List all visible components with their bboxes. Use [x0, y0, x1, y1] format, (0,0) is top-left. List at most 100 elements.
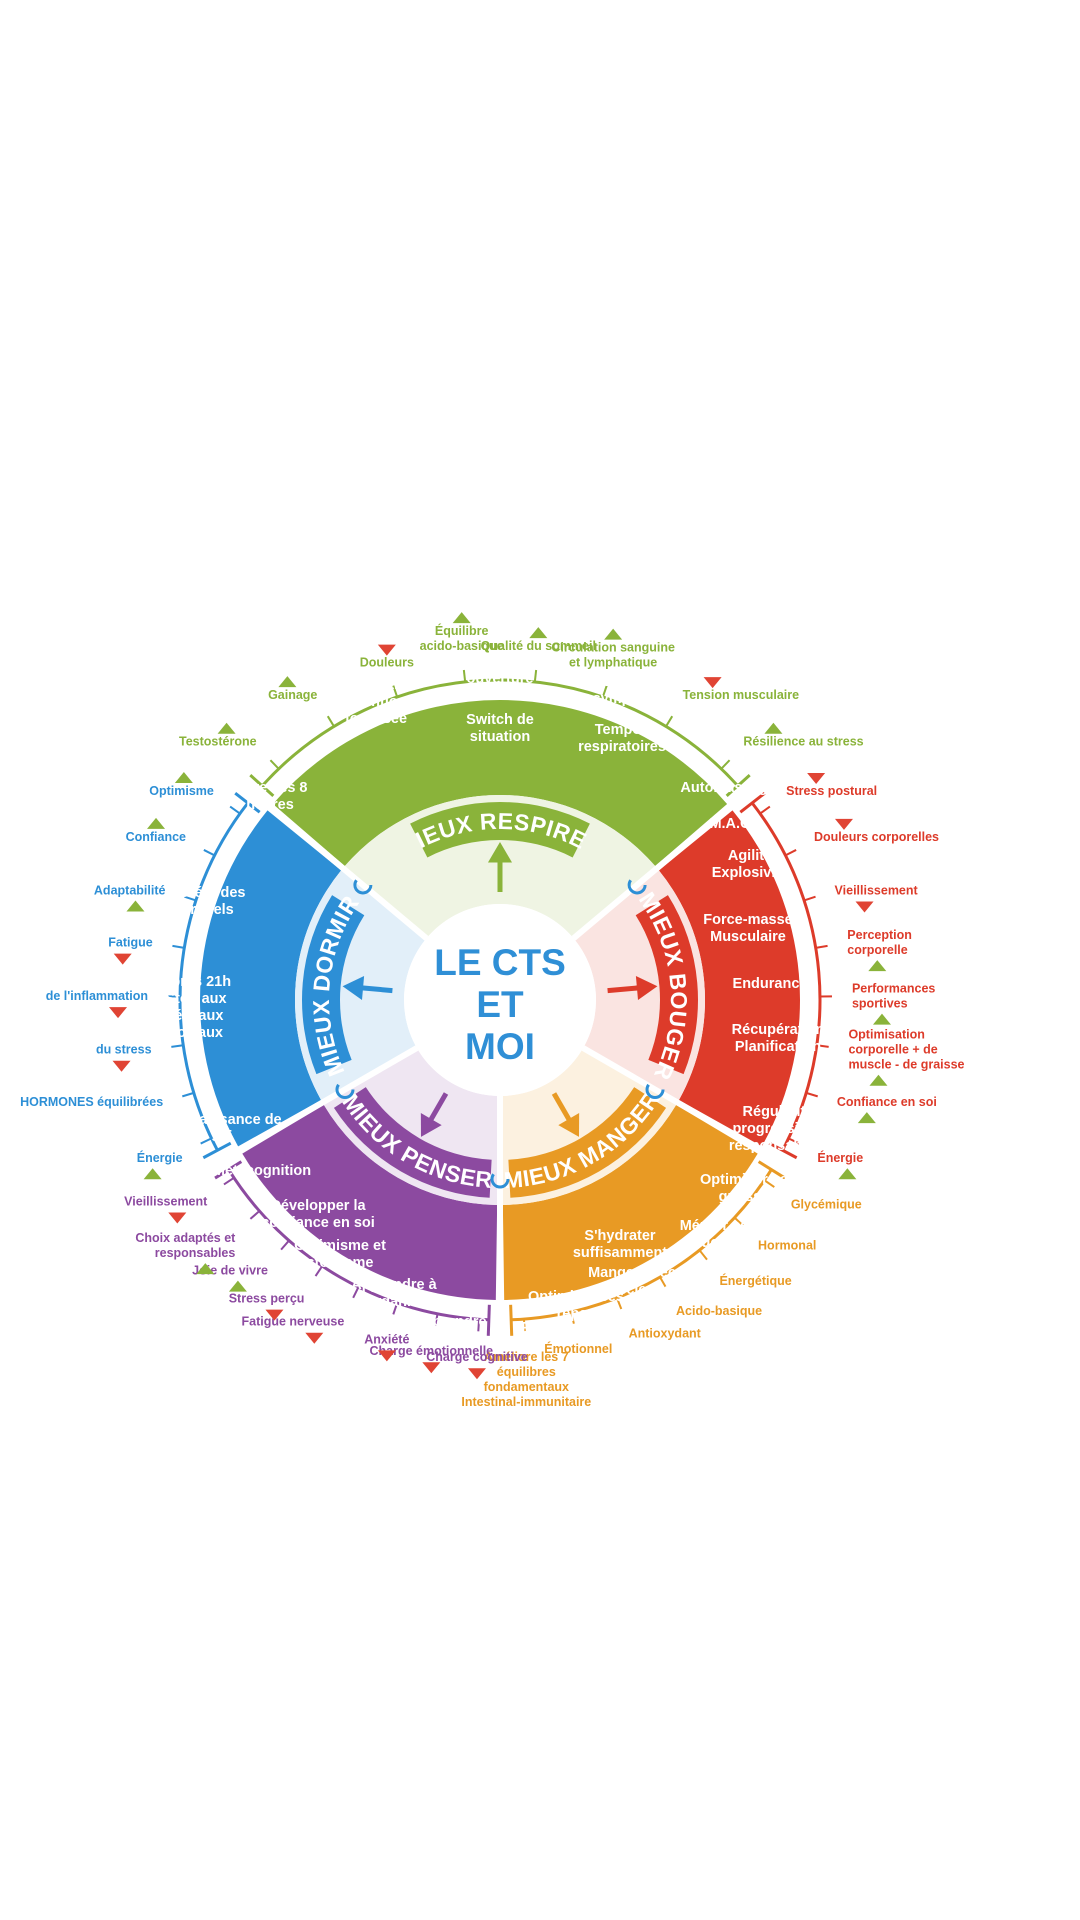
band-penser — [333, 1087, 492, 1198]
ring-end-manger — [757, 1160, 786, 1180]
increase-marker — [278, 676, 297, 688]
center-title-line2: ET — [476, 984, 524, 1025]
increase-marker — [196, 1263, 215, 1275]
increase-marker — [228, 1280, 247, 1292]
ring-arc-respirer — [261, 678, 739, 787]
outer-item-dormir: Optimisme — [149, 784, 214, 798]
increase-marker — [174, 771, 193, 783]
arrowhead-penser — [420, 1113, 442, 1137]
ring-tick-bouger — [759, 805, 771, 815]
cycle-arrow — [645, 1080, 665, 1099]
decrease-marker — [807, 772, 826, 784]
band-respirer — [410, 802, 590, 858]
ring-tick-manger — [733, 1216, 745, 1227]
ring-tick-dormir — [229, 805, 241, 815]
increase-marker — [764, 722, 783, 734]
ring-tick-penser — [434, 1313, 439, 1326]
ring-tick-bouger — [805, 1091, 818, 1098]
outer-item-respirer: Qualité du sommeil — [481, 639, 596, 653]
ring-tick-penser — [352, 1286, 360, 1299]
ring-tick-respirer — [462, 669, 467, 683]
outer-item-dormir: Confiance — [126, 830, 186, 844]
outer-item-manger: Acido-basique — [676, 1304, 762, 1318]
decrease-marker — [265, 1309, 284, 1321]
outer-item-dormir: Adaptabilité — [94, 883, 166, 897]
outer-item-respirer: Testostérone — [179, 735, 257, 749]
ring-end-bouger — [768, 1141, 798, 1160]
decrease-marker — [168, 1212, 187, 1224]
ring-end-respirer — [249, 774, 275, 798]
center-circle — [404, 904, 596, 1096]
inner-item-bouger: Endurance — [733, 976, 808, 992]
ring-tick-manger — [763, 1179, 775, 1188]
cycle-arrow — [490, 1169, 510, 1189]
outer-item-dormir: Fatigue — [108, 936, 152, 950]
outer-item-manger: Antioxydant — [629, 1327, 702, 1341]
sector-manger-outer — [502, 1104, 758, 1300]
inner-item-penser: Métacognition — [213, 1163, 311, 1179]
increase-marker — [147, 817, 166, 829]
ring-end-dormir — [234, 791, 261, 814]
band-bouger — [635, 895, 698, 1075]
outer-item-bouger: Stress postural — [786, 784, 877, 798]
decrease-marker — [377, 1350, 396, 1362]
sector-divider — [571, 803, 734, 941]
increase-marker — [604, 628, 623, 640]
decrease-marker — [422, 1362, 441, 1374]
outer-item-bouger: Énergie — [817, 1150, 863, 1165]
arrowhead-respirer — [487, 842, 513, 863]
decrease-marker — [113, 953, 132, 965]
decrease-marker — [305, 1332, 324, 1344]
outer-item-penser: Charge cognitive — [426, 1350, 527, 1364]
band-dormir — [302, 895, 365, 1075]
outer-item-dormir: HORMONES équilibrées — [20, 1095, 163, 1109]
ring-tick-bouger — [816, 1044, 829, 1048]
ring-arc-manger — [511, 1168, 773, 1322]
ring-end-manger — [509, 1304, 514, 1336]
arrowhead-dormir — [342, 976, 365, 1000]
cycle-arrow — [627, 875, 647, 895]
increase-marker — [868, 960, 887, 972]
outer-item-dormir: Énergie — [137, 1150, 183, 1165]
sector-bouger-outer — [658, 810, 801, 1147]
ring-arc-bouger — [750, 802, 822, 1151]
ring-tick-respirer — [269, 759, 280, 770]
increase-marker — [452, 612, 471, 624]
sector-divider — [581, 1045, 764, 1154]
sector-dormir-outer — [200, 810, 342, 1147]
increase-marker — [217, 722, 236, 734]
arrowhead-manger — [558, 1113, 580, 1137]
ring-arc-dormir — [178, 802, 250, 1151]
ring-tick-penser — [392, 1302, 399, 1315]
ring-end-penser — [214, 1160, 243, 1180]
center-title-line1: LE CTS — [434, 942, 566, 983]
ring-tick-respirer — [665, 715, 674, 727]
increase-marker — [838, 1168, 857, 1180]
ring-end-bouger — [739, 791, 766, 814]
ring-end-respirer — [725, 774, 751, 798]
increase-marker — [869, 1074, 888, 1086]
increase-marker — [529, 627, 548, 639]
outer-item-penser: Stress perçu — [229, 1292, 305, 1306]
ring-tick-manger — [698, 1249, 708, 1261]
